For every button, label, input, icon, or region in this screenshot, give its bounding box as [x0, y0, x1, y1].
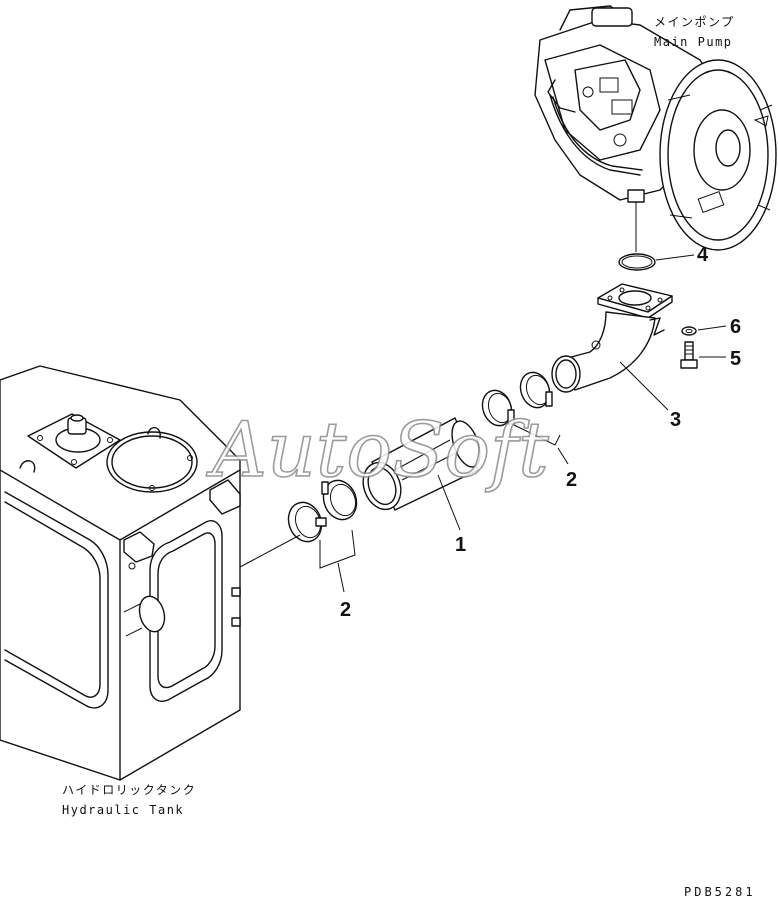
hydraulic-tank-drawing: [0, 365, 241, 781]
callout-clamp-lower: 2: [340, 599, 351, 621]
callout-clamp-upper: 2: [566, 469, 577, 491]
leader-oring: [655, 254, 695, 261]
main-pump-drawing: [534, 5, 777, 251]
hydraulic-tank-label-jp: ハイドロリックタンク: [62, 783, 196, 797]
hydraulic-tank-label-en: Hydraulic Tank: [62, 803, 184, 817]
hose-clamp-upper-a: [519, 371, 553, 409]
callout-elbow: 3: [670, 409, 681, 431]
leader-washer: [697, 325, 727, 331]
callout-washer: 6: [730, 316, 741, 338]
main-pump-label-en: Main Pump: [654, 35, 733, 49]
callout-bolt: 5: [730, 348, 741, 370]
leader-clamp-upper: [557, 447, 569, 465]
drawing-code: PDB5281: [684, 885, 756, 899]
hose-clamp-lower-b: [287, 501, 327, 543]
leader-elbow: [619, 361, 669, 411]
leader-hose: [437, 474, 461, 531]
bolt-part: [680, 341, 698, 369]
leader-bracket-upper-clamps: [513, 424, 561, 446]
washer-part: [681, 326, 697, 336]
suction-hose-part: [362, 417, 481, 511]
hose-clamp-upper-b: [481, 389, 515, 427]
suction-elbow-part: [551, 283, 673, 393]
o-ring-part: [618, 253, 656, 271]
callout-oring: 4: [697, 244, 709, 266]
leader-clamp-lower: [337, 562, 345, 593]
hose-clamp-lower-a: [321, 479, 358, 521]
leader-bracket-lower-clamps: [319, 529, 356, 569]
callout-hose: 1: [455, 534, 466, 556]
main-pump-label-jp: メインポンプ: [654, 15, 735, 29]
watermark-text: AutoSoft: [206, 405, 549, 494]
